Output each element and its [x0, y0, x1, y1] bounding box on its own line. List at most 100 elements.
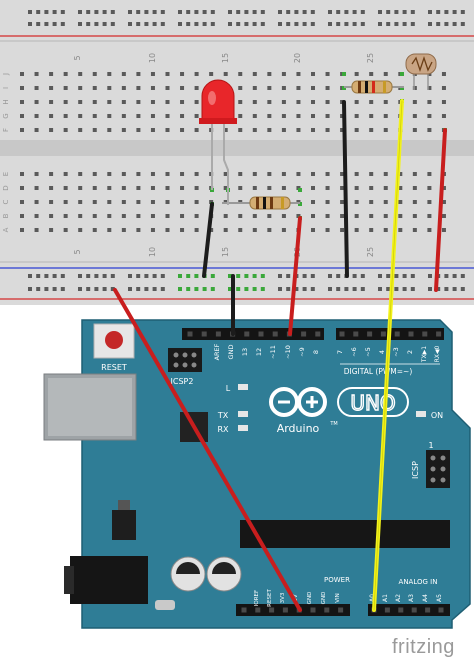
breadboard-hole [354, 214, 359, 218]
breadboard-hole [52, 274, 57, 278]
breadboard-hole [63, 72, 68, 76]
digital-pin-label: ~10 [284, 345, 292, 359]
breadboard-hole [136, 172, 141, 176]
breadboard-hole [107, 100, 112, 104]
row-letter: E [2, 172, 10, 176]
breadboard-hole [340, 200, 345, 204]
breadboard-hole [194, 114, 199, 118]
center-channel [0, 140, 474, 156]
breadboard-hole [325, 100, 330, 104]
breadboard-hole [186, 287, 191, 291]
header-pin [380, 331, 386, 337]
breadboard-hole [352, 22, 357, 26]
breadboard-hole [165, 114, 170, 118]
breadboard-hole [252, 100, 257, 104]
arduino-brand-label: Arduino [277, 422, 320, 435]
voltage-regulator [112, 510, 136, 540]
column-number: 15 [221, 53, 230, 63]
power-pin-label: IOREF [254, 590, 260, 606]
breadboard-hole [352, 274, 357, 278]
breadboard-hole [160, 274, 165, 278]
breadboard-hole [194, 287, 199, 291]
row-letter: G [2, 113, 10, 118]
breadboard-hole [354, 128, 359, 132]
breadboard-hole [36, 10, 41, 14]
breadboard-hole [78, 86, 83, 90]
breadboard-hole [260, 10, 265, 14]
breadboard-hole [223, 186, 228, 190]
breadboard-hole [150, 200, 155, 204]
breadboard-hole [36, 287, 41, 291]
breadboard-hole [311, 200, 315, 204]
breadboard-hole [252, 214, 257, 218]
breadboard-hole [78, 228, 83, 232]
arduino-uno-board: RESET ICSP2 ICSP 1 AREF GND 13 [43, 319, 471, 629]
breadboard-hole [180, 86, 185, 90]
breadboard-hole [402, 10, 407, 14]
breadboard-hole [238, 172, 243, 176]
breadboard-hole [460, 274, 465, 278]
breadboard-hole [354, 114, 359, 118]
header-pin [315, 331, 321, 337]
power-pin-label: 3V3 [280, 592, 286, 603]
breadboard-hole [260, 274, 265, 278]
breadboard-hole [121, 186, 126, 190]
breadboard-hole [128, 287, 132, 291]
breadboard-hole [63, 172, 68, 176]
breadboard-hole [52, 287, 57, 291]
breadboard-hole [286, 274, 291, 278]
header-pin [384, 607, 390, 613]
breadboard-hole [165, 186, 170, 190]
breadboard-hole [78, 274, 82, 278]
breadboard-hole [340, 128, 345, 132]
breadboard-hole [398, 214, 403, 218]
power-pin-label: GND [321, 592, 327, 605]
arduino-logo [269, 387, 327, 417]
breadboard-hole [63, 128, 68, 132]
led-tx [238, 411, 248, 417]
breadboard-hole [412, 200, 417, 204]
wire-black-ldr [342, 100, 349, 278]
breadboard-hole [441, 114, 446, 118]
breadboard-hole [412, 214, 417, 218]
crystal [155, 600, 175, 610]
reset-button [93, 323, 135, 359]
breadboard-hole [92, 100, 97, 104]
breadboard-hole [92, 114, 97, 118]
breadboard-hole [34, 186, 39, 190]
breadboard-hole [410, 287, 415, 291]
breadboard-hole [136, 200, 141, 204]
breadboard-hole [52, 10, 57, 14]
breadboard-hole [452, 22, 457, 26]
breadboard-hole [152, 22, 157, 26]
breadboard-hole [34, 228, 39, 232]
breadboard-hole [311, 172, 315, 176]
breadboard-hole [294, 22, 299, 26]
aref-pin-label: AREF [213, 343, 221, 360]
digital-pin-label: TX▶1 [421, 346, 428, 363]
breadboard-hole [102, 287, 107, 291]
breadboard-hole [150, 214, 155, 218]
header-pin [324, 607, 330, 613]
breadboard-hole [194, 274, 199, 278]
breadboard-hole [94, 287, 99, 291]
row-letter: A [2, 227, 10, 232]
breadboard-hole [107, 72, 112, 76]
header-pin [339, 331, 345, 337]
header-pin [411, 607, 417, 613]
breadboard-hole [428, 10, 432, 14]
breadboard-hole [150, 72, 155, 76]
breadboard-hole [267, 72, 272, 76]
breadboard-hole [60, 10, 65, 14]
breadboard-hole [186, 274, 191, 278]
breadboard-hole [360, 22, 365, 26]
breadboard-hole [302, 274, 307, 278]
breadboard-hole [352, 10, 357, 14]
breadboard-hole [44, 22, 49, 26]
breadboard-hole [194, 86, 199, 90]
breadboard-hole [354, 186, 359, 190]
breadboard-hole [165, 228, 170, 232]
led-rx [238, 425, 248, 431]
header-pin [398, 607, 404, 613]
